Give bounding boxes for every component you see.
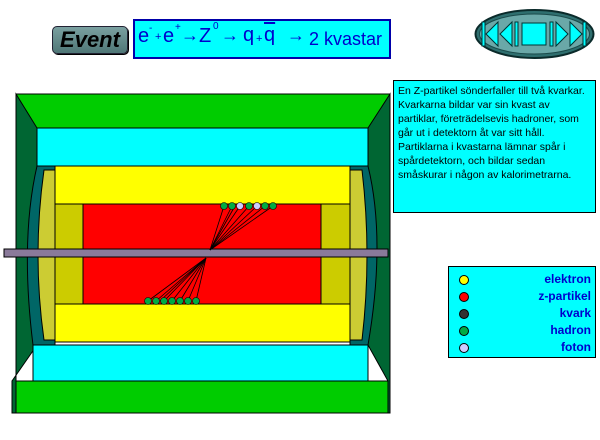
outer-calorimeter-top: [15, 93, 391, 129]
legend-item-photon: foton: [449, 340, 595, 357]
next-icon[interactable]: [549, 21, 554, 47]
legend-label: hadron: [550, 323, 591, 337]
beam-pipe: [3, 248, 389, 258]
legend-label: z-partikel: [538, 289, 591, 303]
formula-plus: +: [155, 31, 162, 43]
forward-icon[interactable]: [555, 20, 569, 48]
jet-hits-top: [220, 202, 277, 210]
legend-label: elektron: [544, 272, 591, 286]
hadron-calorimeter-bottom: [32, 344, 369, 382]
em-calorimeter-top: [54, 165, 351, 205]
formula-arrow: →: [181, 25, 199, 45]
outer-calorimeter-bottom: [11, 380, 389, 414]
jet-hits-bottom: [144, 297, 200, 305]
electron-dot-icon: [459, 275, 469, 285]
reaction-formula: e - + e + → Z 0 → q + q → 2 kvastar: [133, 19, 391, 59]
last-icon[interactable]: [569, 20, 587, 48]
formula-arrow: →: [221, 25, 239, 45]
formula-result: 2 kvastar: [309, 29, 383, 49]
legend-label: foton: [561, 340, 591, 354]
formula-arrow: →: [287, 25, 305, 45]
formula-electron: e: [138, 25, 150, 47]
legend-item-z-particle: z-partikel: [449, 289, 595, 306]
formula-positron-charge: +: [175, 22, 181, 33]
navigation-control: [474, 9, 595, 59]
event-button[interactable]: Event: [52, 26, 128, 54]
quark-dot-icon: [459, 309, 469, 319]
formula-positron: e: [163, 25, 175, 47]
legend: elektron z-partikel kvark hadron foton: [448, 266, 596, 358]
particle-tracks: [147, 205, 274, 302]
formula-z-charge: 0: [213, 21, 219, 32]
em-calorimeter-bottom: [54, 303, 351, 343]
legend-label: kvark: [559, 306, 591, 320]
legend-item-electron: elektron: [449, 272, 595, 289]
formula-z: Z: [199, 25, 212, 47]
prev-icon[interactable]: [514, 21, 519, 47]
legend-item-quark: kvark: [449, 306, 595, 323]
legend-item-hadron: hadron: [449, 323, 595, 340]
stop-icon[interactable]: [521, 22, 547, 46]
detector-diagram: [3, 92, 391, 414]
description-box: En Z-partikel sönderfaller till två kvar…: [393, 80, 596, 213]
formula-antiquark: q: [264, 24, 276, 46]
formula-quark: q: [243, 24, 255, 46]
first-icon[interactable]: [481, 20, 499, 48]
hadron-dot-icon: [459, 326, 469, 336]
hadron-calorimeter-top: [36, 127, 369, 167]
z-particle-dot-icon: [459, 292, 469, 302]
formula-plus: +: [256, 33, 263, 45]
formula-electron-charge: -: [149, 23, 153, 34]
rewind-icon[interactable]: [499, 20, 513, 48]
photon-dot-icon: [459, 343, 469, 353]
